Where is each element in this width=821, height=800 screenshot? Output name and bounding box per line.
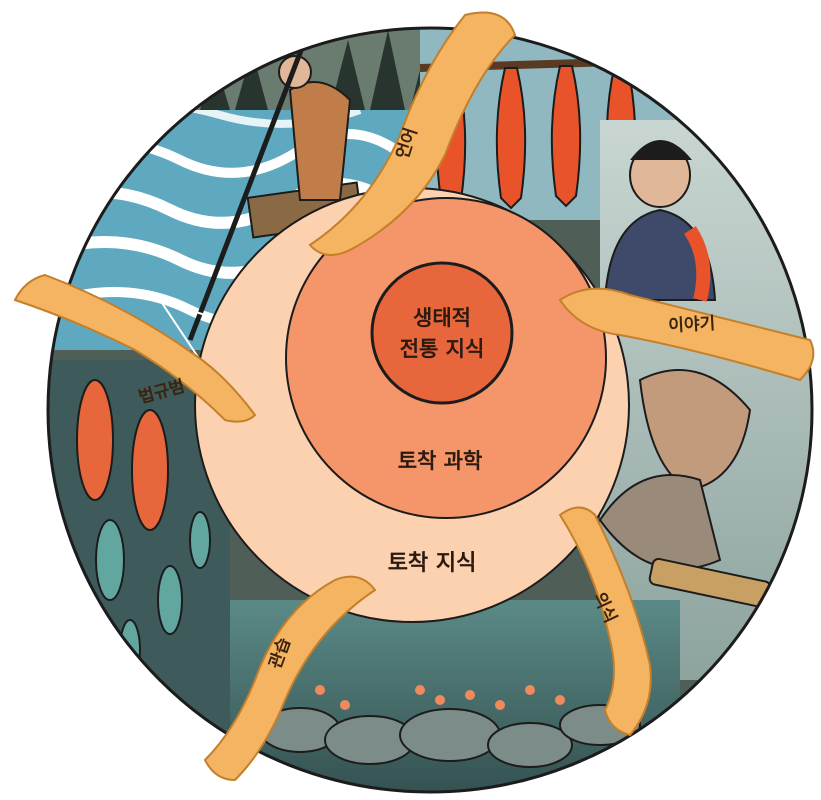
center-label-line1: 생태적 [413, 306, 471, 330]
ribbon-label-right: 이야기 [668, 314, 716, 336]
outer-ring-label: 토착 지식 [388, 551, 477, 576]
center-label-line2: 전통 지식 [400, 337, 485, 361]
core-circle [372, 263, 512, 403]
middle-ring-label: 토착 과학 [398, 449, 483, 473]
